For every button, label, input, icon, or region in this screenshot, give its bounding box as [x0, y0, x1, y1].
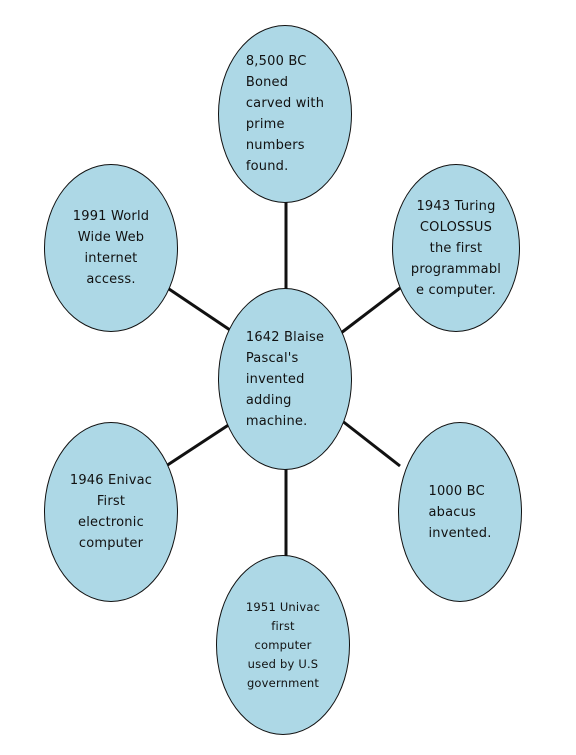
node-upper-left: 1991 World Wide Web internet access. — [44, 164, 178, 332]
node-lower-right-text: 1000 BC abacus invented. — [428, 483, 492, 541]
node-upper-left-text: 1991 World Wide Web internet access. — [72, 209, 150, 287]
connector-center-lower-left — [165, 422, 231, 468]
node-bottom: 1951 Univac first computer used by U.S g… — [216, 555, 350, 735]
node-lower-left: 1946 Enivac First electronic computer — [44, 422, 178, 602]
connector-center-lower-right — [340, 418, 401, 468]
node-upper-right-text: 1943 Turing COLOSSUS the first programma… — [410, 198, 502, 298]
connector-center-upper-right — [340, 286, 401, 335]
node-center: 1642 Blaise Pascal's invented adding mac… — [218, 288, 352, 470]
node-bottom-text: 1951 Univac first computer used by U.S g… — [245, 599, 321, 690]
node-lower-left-text: 1946 Enivac First electronic computer — [69, 473, 153, 551]
node-top-text: 8,500 BC Boned carved with prime numbers… — [245, 54, 325, 174]
node-upper-right: 1943 Turing COLOSSUS the first programma… — [392, 164, 520, 332]
node-lower-right: 1000 BC abacus invented. — [398, 422, 522, 602]
node-top: 8,500 BC Boned carved with prime numbers… — [218, 25, 352, 203]
node-center-text: 1642 Blaise Pascal's invented adding mac… — [245, 329, 325, 429]
connector-center-upper-left — [165, 285, 231, 332]
